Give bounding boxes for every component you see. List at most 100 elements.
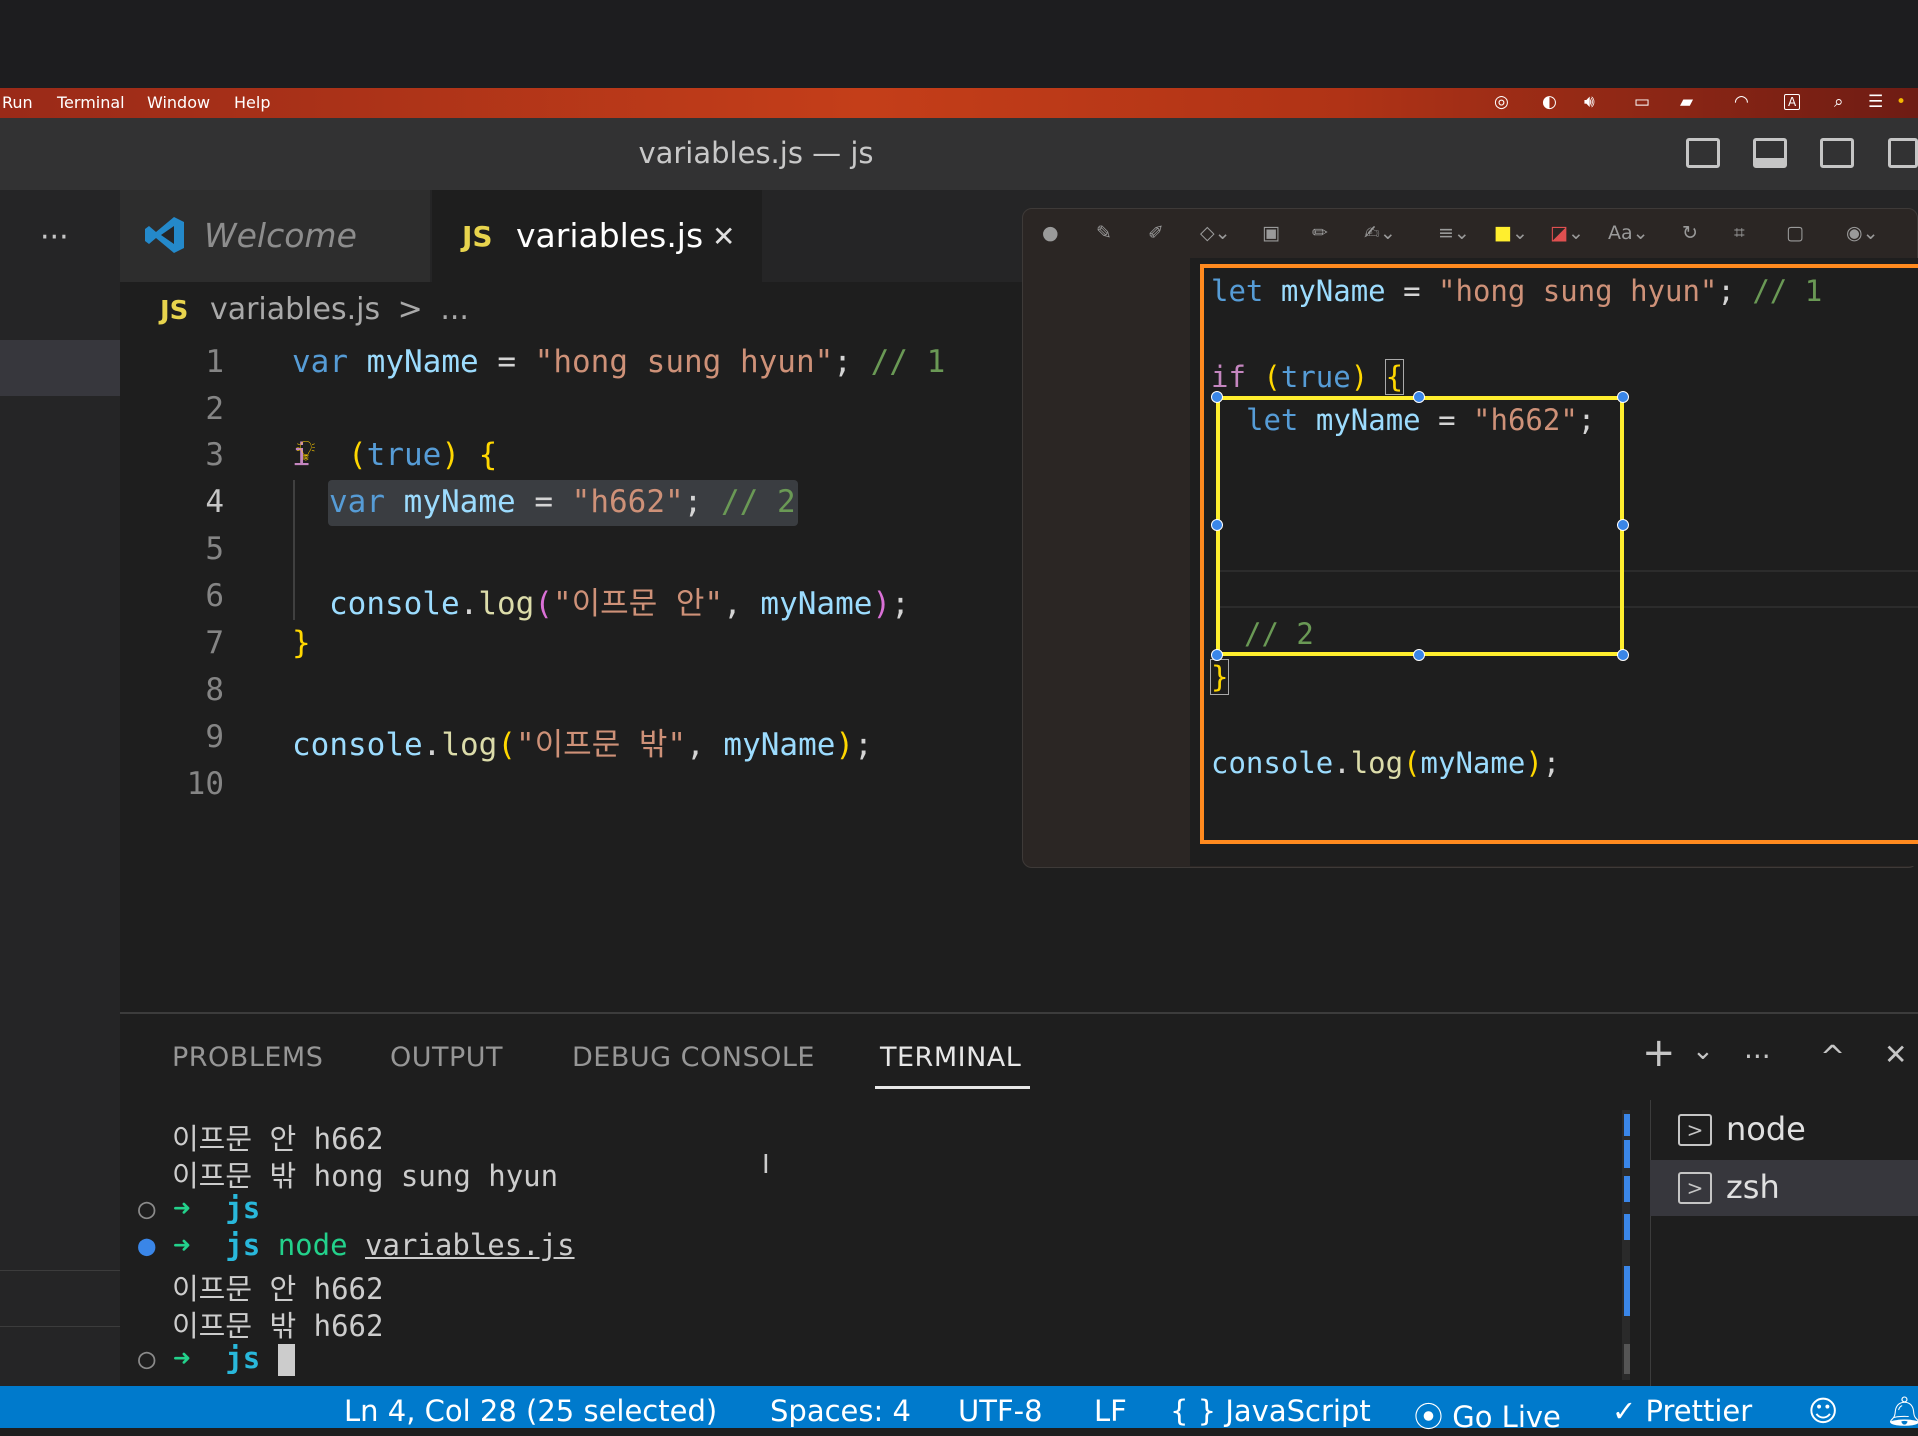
toggle-panel-icon[interactable] <box>1753 138 1787 168</box>
markup-image <box>1190 258 1918 866</box>
resize-handle[interactable] <box>1617 649 1629 661</box>
terminal-instance-label: node <box>1726 1110 1806 1148</box>
recording-dot-icon: • <box>1896 92 1907 112</box>
volume-icon[interactable]: 🔊︎ <box>1584 92 1595 112</box>
resize-handle[interactable] <box>1413 391 1425 403</box>
customize-layout-icon[interactable] <box>1888 138 1918 168</box>
tab-terminal[interactable]: TERMINAL <box>880 1042 1022 1073</box>
line-number: 2 <box>205 391 224 427</box>
scroll-thumb[interactable] <box>1624 1344 1630 1374</box>
tab-debug-console[interactable]: DEBUG CONSOLE <box>572 1042 815 1073</box>
tab-output[interactable]: OUTPUT <box>390 1042 504 1073</box>
sidebar-divider <box>0 1326 120 1327</box>
terminal-instance-zsh[interactable]: > zsh <box>1650 1160 1918 1216</box>
feedback-icon[interactable]: ☺ <box>1808 1394 1839 1428</box>
close-panel-icon[interactable]: ✕ <box>1884 1038 1908 1071</box>
indent-guide <box>293 480 295 620</box>
sidebar-selected-item[interactable] <box>0 340 120 396</box>
code-line-1[interactable]: var myName = "hong sung hyun"; // 1 <box>292 344 946 380</box>
sketch-icon[interactable]: ✎ <box>1096 222 1112 244</box>
annotate-icon[interactable]: ▢ <box>1786 222 1804 244</box>
terminal-instance-node[interactable]: > node <box>1650 1102 1918 1158</box>
tab-variables-label: variables.js <box>516 216 704 255</box>
text-box-icon[interactable]: ▣ <box>1262 222 1280 244</box>
signature-icon[interactable]: ✍⌄ <box>1364 222 1396 244</box>
maximize-panel-icon[interactable]: ^ <box>1820 1040 1846 1075</box>
status-indentation[interactable]: Spaces: 4 <box>770 1394 911 1428</box>
resize-handle[interactable] <box>1617 391 1629 403</box>
overlay-code-line-3: let myName = "h662"; <box>1246 403 1596 437</box>
status-cursor-position[interactable]: Ln 4, Col 28 (25 selected) <box>344 1394 718 1428</box>
border-color-icon[interactable]: ■⌄ <box>1494 222 1528 244</box>
status-encoding[interactable]: UTF-8 <box>958 1394 1043 1428</box>
status-app-icon[interactable]: ◐ <box>1542 92 1557 112</box>
rotate-icon[interactable]: ↻ <box>1682 222 1698 244</box>
breadcrumb-separator-icon: > <box>397 292 423 327</box>
code-line-3[interactable]: i (true) { <box>292 437 498 473</box>
creative-cloud-icon[interactable]: ◎ <box>1494 92 1509 112</box>
toggle-secondary-sidebar-icon[interactable] <box>1820 138 1854 168</box>
breadcrumb-symbols[interactable]: ... <box>440 292 469 327</box>
toggle-primary-sidebar-icon[interactable] <box>1686 138 1720 168</box>
resize-handle[interactable] <box>1211 519 1223 531</box>
battery-icon[interactable]: ▰ <box>1680 92 1694 112</box>
text-style-icon[interactable]: Aa⌄ <box>1608 222 1649 244</box>
terminal-output-line: 이프문 안 h662 <box>172 1272 384 1306</box>
code-line-6[interactable]: console.log("이프문 안", myName); <box>329 586 910 622</box>
sidebar-more-icon[interactable]: ··· <box>40 220 69 255</box>
more-actions-icon[interactable]: ··· <box>1744 1040 1771 1073</box>
code-line-4[interactable]: var myName = "h662"; // 2 <box>329 484 796 520</box>
line-number: 6 <box>205 578 224 614</box>
javascript-file-icon: JS <box>160 296 189 326</box>
resize-handle[interactable] <box>1617 519 1629 531</box>
line-number: 5 <box>205 531 224 567</box>
menu-window[interactable]: Window <box>147 93 211 112</box>
sidebar: ··· <box>0 190 120 1388</box>
tab-variables-js[interactable]: JS variables.js ✕ <box>432 190 762 282</box>
crop-icon[interactable]: ⌗ <box>1734 222 1745 244</box>
terminal-prompt-line: ○ ➜ js <box>138 1191 261 1225</box>
resize-handle[interactable] <box>1211 649 1223 661</box>
annotation-rectangle-orange[interactable] <box>1200 264 1918 844</box>
draw-icon[interactable]: ✐ <box>1148 222 1164 244</box>
breadcrumb-file[interactable]: variables.js <box>209 292 381 327</box>
bottom-panel <box>120 1012 1918 1390</box>
code-line-9[interactable]: console.log("이프문 밖", myName); <box>292 727 873 763</box>
tab-welcome-label: Welcome <box>204 216 357 255</box>
terminal-profile-chevron-icon[interactable]: ⌄ <box>1692 1036 1714 1066</box>
wifi-icon[interactable]: ◠ <box>1734 92 1749 112</box>
notifications-bell-icon[interactable]: 🔔︎ <box>1886 1394 1918 1428</box>
status-prettier[interactable]: ✓ Prettier <box>1612 1394 1753 1428</box>
scroll-marker <box>1624 1214 1630 1240</box>
resize-handle[interactable] <box>1211 391 1223 403</box>
spotlight-search-icon[interactable]: ⌕ <box>1834 92 1844 112</box>
status-language[interactable]: { } JavaScript <box>1170 1394 1371 1428</box>
braces-icon: { } <box>1170 1394 1217 1428</box>
control-center-icon[interactable]: ☰ <box>1868 92 1884 112</box>
code-line-7[interactable]: } <box>292 625 311 661</box>
menu-help[interactable]: Help <box>234 93 271 112</box>
record-icon[interactable]: ● <box>1042 222 1059 244</box>
input-source-icon[interactable]: A <box>1784 94 1801 110</box>
share-icon[interactable]: ◉⌄ <box>1846 222 1879 244</box>
resize-handle[interactable] <box>1413 649 1425 661</box>
close-tab-icon[interactable]: ✕ <box>712 220 736 253</box>
terminal-command-line: ● ➜ js node variables.js <box>138 1228 575 1262</box>
annotation-rectangle-yellow[interactable] <box>1216 396 1624 656</box>
terminal-scrollbar[interactable] <box>1622 1110 1630 1380</box>
lightbulb-icon[interactable]: 💡︎ <box>296 434 316 467</box>
shape-style-icon[interactable]: ≡⌄ <box>1438 222 1470 244</box>
menu-terminal[interactable]: Terminal <box>57 93 125 112</box>
highlight-icon[interactable]: ✏ <box>1312 222 1328 244</box>
status-eol[interactable]: LF <box>1094 1394 1127 1428</box>
display-icon[interactable]: ▭ <box>1634 92 1651 112</box>
shapes-icon[interactable]: ◇⌄ <box>1200 222 1231 244</box>
new-terminal-icon[interactable]: + <box>1642 1030 1676 1076</box>
menu-run[interactable]: Run <box>2 93 33 112</box>
sidebar-divider <box>0 1270 120 1271</box>
fill-color-icon[interactable]: ◪⌄ <box>1550 222 1584 244</box>
javascript-file-icon: JS <box>462 220 493 253</box>
status-go-live[interactable]: ⦿ Go Live <box>1414 1400 1561 1434</box>
tab-welcome[interactable]: Welcome <box>120 190 430 282</box>
tab-problems[interactable]: PROBLEMS <box>172 1042 324 1073</box>
